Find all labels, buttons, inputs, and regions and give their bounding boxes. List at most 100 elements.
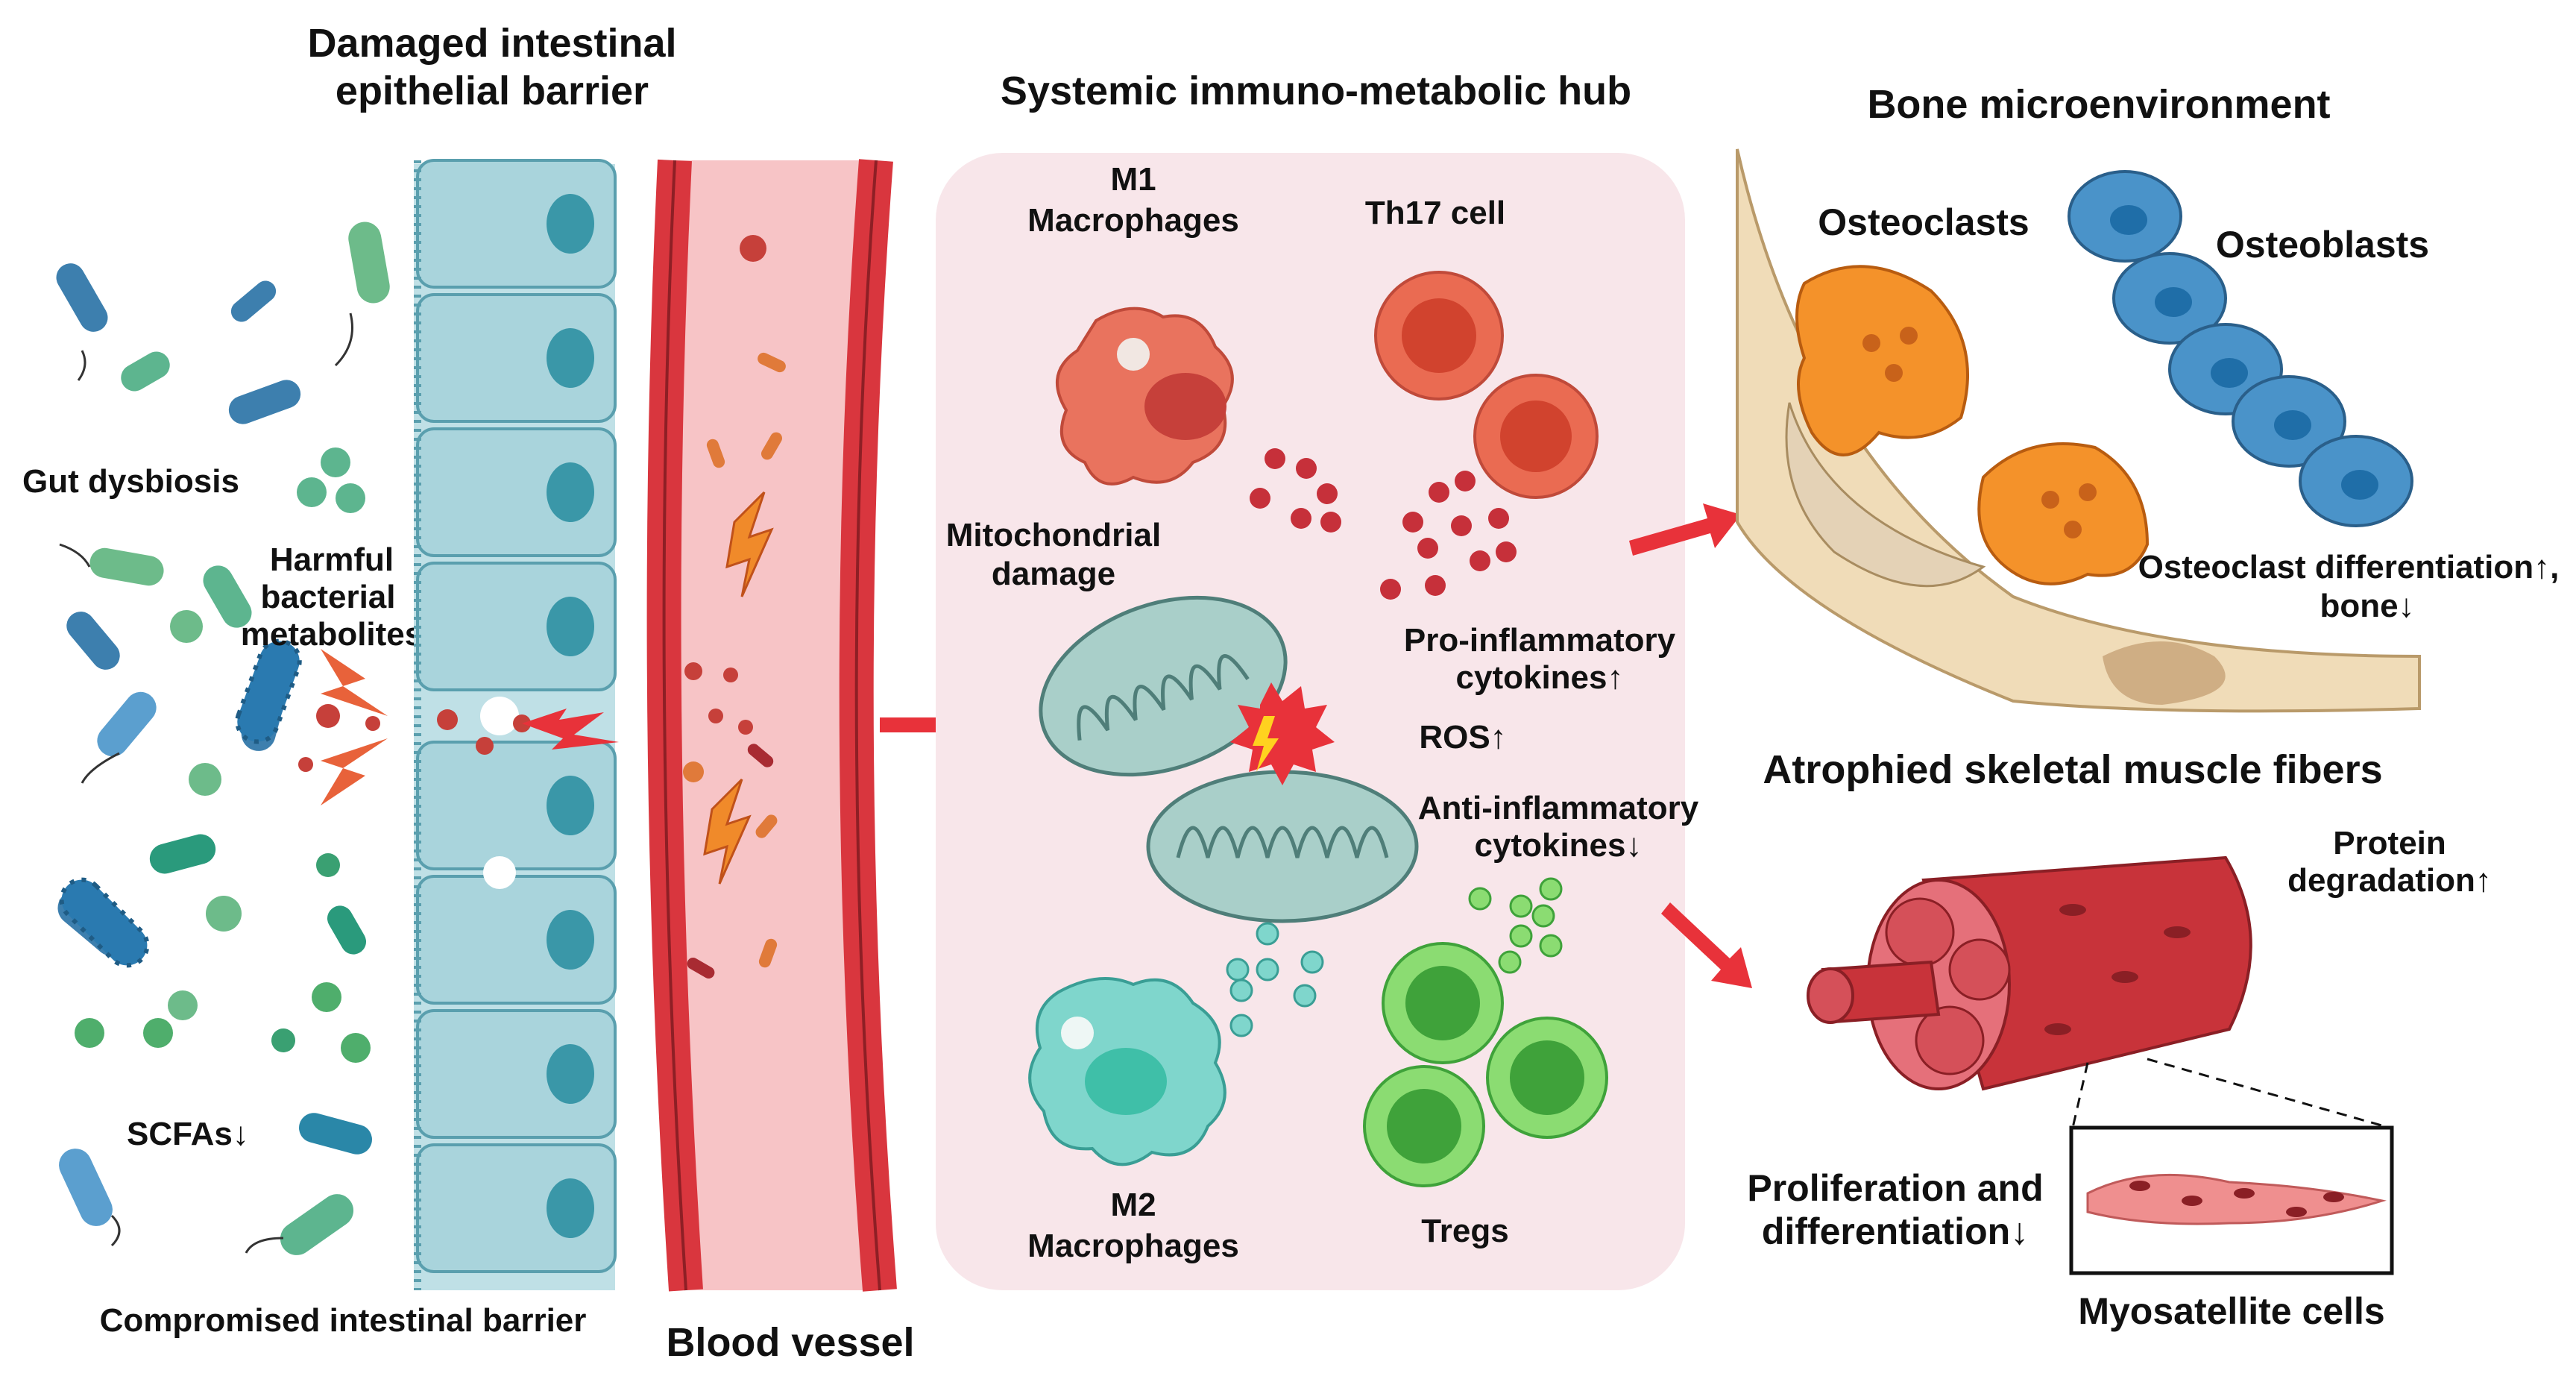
bacterium-spiked-icon xyxy=(59,877,150,968)
ros-label: ROS↑ xyxy=(1419,719,1506,756)
bacterium-coccus-icon xyxy=(271,1028,295,1052)
fascicle-icon xyxy=(1948,938,2011,1001)
muscle-nucleus-icon xyxy=(2059,904,2086,916)
bacterium-coccus-icon xyxy=(316,853,340,877)
mito-label-line1: Mitochondrial xyxy=(946,517,1161,553)
harmful-metabolites-line2: bacterial xyxy=(261,579,396,615)
gut-title-line1: Damaged intestinal xyxy=(307,21,676,66)
mito-outer xyxy=(1146,770,1419,923)
mito-cristae xyxy=(1176,826,1389,858)
fascicle-icon xyxy=(1885,897,1955,967)
cytokine-dot xyxy=(1380,579,1401,600)
bacterium-flagellated-icon xyxy=(59,1149,113,1226)
osteoblast-nucleus-icon xyxy=(2341,470,2378,500)
blood-particle-icon xyxy=(761,432,782,460)
osteoblast-nucleus-icon xyxy=(2274,410,2311,440)
bacterium-coccus-icon xyxy=(312,982,341,1012)
th17-label: Th17 cell xyxy=(1365,195,1505,231)
m1-macrophage-icon xyxy=(1056,307,1234,486)
osteoclast-nucleus-icon xyxy=(2064,521,2082,538)
bacterium-coccus-icon xyxy=(336,483,365,513)
bone-title: Bone microenvironment xyxy=(1867,82,2330,127)
th17-nucleus-icon xyxy=(1500,401,1572,472)
m2-nucleus-icon xyxy=(1085,1048,1167,1115)
prolif-line1: Proliferation and xyxy=(1747,1167,2043,1209)
myo-nucleus-icon xyxy=(2182,1196,2202,1206)
cell-nucleus-icon xyxy=(547,194,594,254)
hub-title: Systemic immuno-metabolic hub xyxy=(1001,69,1631,113)
cytokine-dot xyxy=(1498,950,1522,974)
m2-label-line1: M2 xyxy=(1110,1187,1156,1223)
cytokine-dot xyxy=(1496,541,1517,562)
barrier-gap-icon xyxy=(483,856,516,889)
cytokine-dot xyxy=(1250,488,1270,509)
bone-effect-line1: Osteoclast differentiation↑, xyxy=(2138,549,2560,585)
flagellum-icon xyxy=(59,543,91,568)
bacterium-rod-icon xyxy=(230,280,277,322)
mito-label-line2: damage xyxy=(992,556,1115,592)
barrier-caption: Compromised intestinal barrier xyxy=(100,1302,587,1339)
cytokine-dot xyxy=(1229,979,1253,1002)
bacterium-rod-icon xyxy=(348,222,390,304)
myo-nucleus-icon xyxy=(2286,1207,2307,1217)
bacterium-coccus-icon xyxy=(168,990,198,1020)
cytokine-dot xyxy=(1317,483,1338,504)
flow-arrow-hub-to-muscle xyxy=(1661,902,1752,988)
cytokine-dot xyxy=(1293,984,1317,1008)
cell-nucleus-icon xyxy=(547,462,594,522)
cell-nucleus-icon xyxy=(547,776,594,835)
bacterium-rod-icon xyxy=(327,905,366,955)
bacterium-rod-icon xyxy=(121,351,170,392)
pro-inflammatory-cytokines xyxy=(1250,448,1517,600)
myo-nucleus-icon xyxy=(2234,1188,2255,1199)
cytokine-dot xyxy=(1451,515,1472,536)
osteoblast-nucleus-icon xyxy=(2211,358,2248,388)
bone-resorption-pit xyxy=(1785,402,1986,588)
cytokine-dot xyxy=(1539,934,1563,958)
lightning-icon xyxy=(1253,716,1279,772)
gut-panel: Damaged intestinal epithelial barrier xyxy=(22,21,915,1365)
bacterium-rod-icon xyxy=(89,547,164,586)
m1-vacuole-icon xyxy=(1117,338,1150,371)
bacterium-rod-icon xyxy=(299,1113,372,1155)
m1-label-line2: Macrophages xyxy=(1027,202,1239,239)
blood-vessel xyxy=(646,159,897,1292)
osteoblast-nucleus-icon xyxy=(2155,287,2192,317)
flagellum-icon xyxy=(77,350,86,381)
bacterium-rod-icon xyxy=(56,263,108,332)
bacterium-spiked-icon xyxy=(235,638,302,744)
anti-cytokines-line2: cytokines↓ xyxy=(1475,827,1643,864)
bacterium-coccus-icon xyxy=(297,477,327,507)
m1-label-line1: M1 xyxy=(1110,161,1156,198)
flagellum-icon xyxy=(245,1237,284,1254)
cytokine-dot xyxy=(1509,894,1533,918)
osteoclast-nucleus-icon xyxy=(2041,491,2059,509)
osteoclast-icon xyxy=(1795,265,1969,456)
protein-line2: degradation↑ xyxy=(2287,862,2492,899)
cytokine-dot xyxy=(1256,958,1279,981)
muscle-nucleus-icon xyxy=(2044,1023,2071,1035)
zoom-line xyxy=(2147,1058,2390,1129)
cytokine-dot xyxy=(1509,924,1533,948)
cytokine-dot xyxy=(1291,508,1311,529)
flow-arrow-hub-to-bone xyxy=(1629,503,1741,556)
bone-marrow-patch xyxy=(2103,641,2226,705)
cytokine-dot xyxy=(1256,922,1279,946)
cell-nucleus-icon xyxy=(547,597,594,656)
protein-line1: Protein xyxy=(2333,825,2446,861)
blood-particle-icon xyxy=(755,814,778,838)
prolif-line2: differentiation↓ xyxy=(1762,1210,2029,1252)
blood-particle-icon xyxy=(758,352,786,373)
bacterium-coccus-icon xyxy=(189,763,221,796)
cytokine-dot xyxy=(1417,538,1438,559)
cell-nucleus-icon xyxy=(547,1178,594,1238)
muscle-nucleus-icon xyxy=(2164,926,2191,938)
osteoclast-nucleus-icon xyxy=(1862,334,1880,352)
treg-nucleus-icon xyxy=(1405,966,1480,1040)
m2-vacuole-icon xyxy=(1061,1017,1094,1049)
anti-inflammatory-cytokines xyxy=(1226,877,1563,1037)
fascicle-icon xyxy=(1915,1005,1985,1075)
gut-title-line2: epithelial barrier xyxy=(336,69,649,113)
cytokine-dot xyxy=(1425,575,1446,596)
